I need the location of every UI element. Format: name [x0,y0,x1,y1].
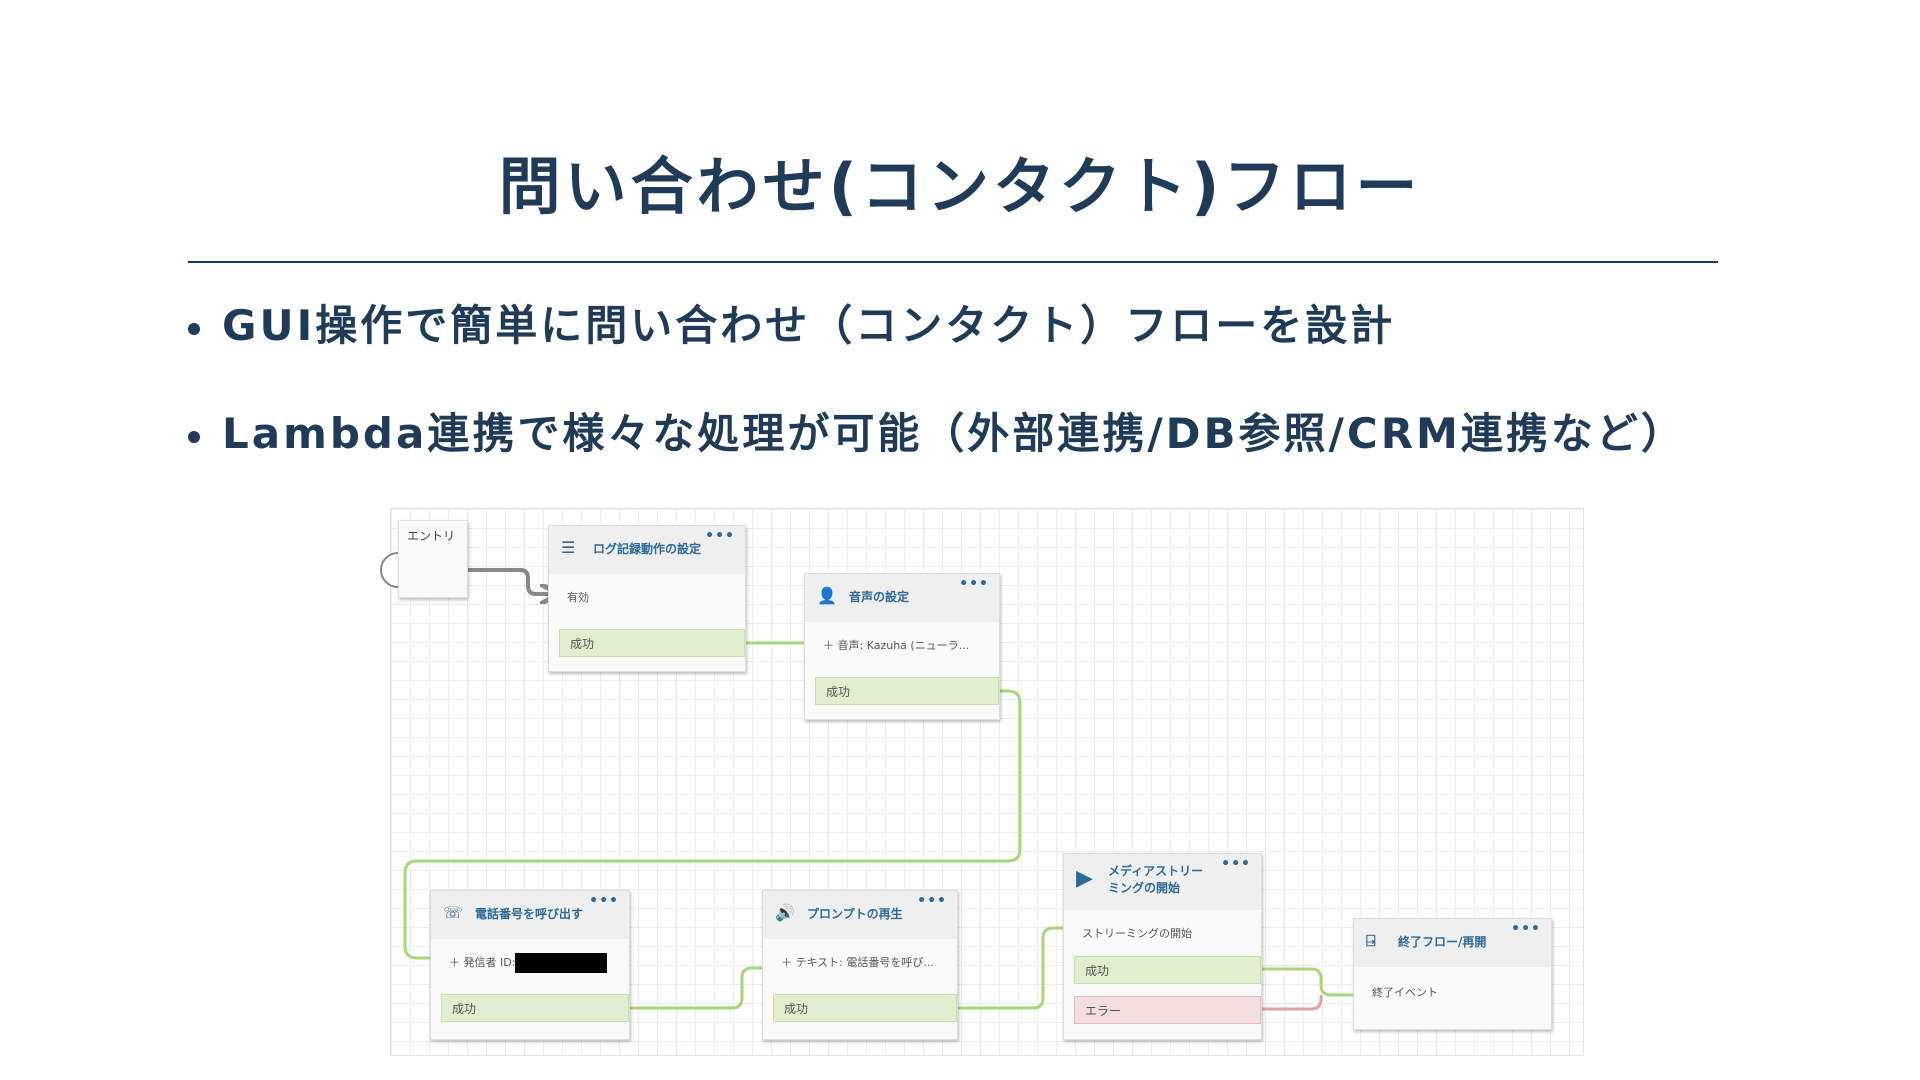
block-param: ＋ 発信者 ID: [431,949,629,977]
output-success[interactable]: 成功 [441,994,629,1022]
flow-block-voice-settings[interactable]: 👤 音声の設定 ••• ＋ 音声: Kazuha (ニューラ... 成功 [804,573,1000,720]
flow-block-log-settings[interactable]: ☰ ログ記録動作の設定••• 有効 成功 [548,525,746,672]
output-success[interactable]: 成功 [559,629,745,657]
block-title: 終了フロー/再開 [1398,935,1487,949]
flow-block-end-flow[interactable]: ⍈ 終了フロー/再開 ••• 終了イベント [1353,918,1552,1030]
block-title: プロンプトの再生 [807,907,903,921]
bullet-text: Lambda連携で様々な処理が可能（外部連携/DB参照/CRM連携など） [222,409,1686,458]
flow-block-play-prompt[interactable]: 🔊 プロンプトの再生 ••• ＋ テキスト: 電話番号を呼び... 成功 [762,890,958,1040]
log-settings-icon: ☰ [561,538,576,557]
output-success[interactable]: 成功 [1074,956,1261,984]
block-param-text: 音声: Kazuha (ニューラ... [837,639,970,652]
bullet-text: GUI操作で簡単に問い合わせ（コンタクト）フローを設計 [222,301,1396,350]
phone-icon: ☏ [443,903,464,922]
entry-node[interactable]: エントリ [398,520,468,598]
bullet-dot-icon [188,430,200,443]
block-title: メディアストリーミングの開始 [1108,864,1204,895]
more-options-icon[interactable]: ••• [705,528,735,544]
more-options-icon[interactable]: ••• [1511,921,1541,937]
more-options-icon[interactable]: ••• [959,576,989,592]
redacted-caller-id [515,953,608,973]
block-param-text: テキスト: 電話番号を呼び... [795,956,934,969]
speaker-icon: 🔊 [775,903,795,922]
more-options-icon[interactable]: ••• [1221,856,1251,872]
play-icon: ▶ [1076,866,1093,891]
block-param-text: 発信者 ID: [463,956,516,969]
flow-block-start-media-streaming[interactable]: ▶ メディアストリーミングの開始 ••• ストリーミングの開始 成功 エラー [1063,853,1262,1040]
slide-title: 問い合わせ(コンタクト)フロー [498,150,1422,223]
block-param: 有効 [567,591,589,604]
divider [188,261,1718,263]
block-param: ＋ 音声: Kazuha (ニューラ... [823,639,970,652]
output-error[interactable]: エラー [1074,996,1261,1024]
flow-block-call-phone-number[interactable]: ☏ 電話番号を呼び出す ••• ＋ 発信者 ID: 成功 [430,890,630,1040]
more-options-icon[interactable]: ••• [589,893,619,909]
block-title: 音声の設定 [849,590,910,604]
entry-label: エントリ [407,529,456,543]
block-title: ログ記録動作の設定 [593,542,702,556]
output-success[interactable]: 成功 [815,677,999,705]
block-param: ＋ テキスト: 電話番号を呼び... [781,956,934,969]
voice-icon: 👤 [817,586,837,605]
bullet-dot-icon [188,322,200,335]
bullet-item: Lambda連携で様々な処理が可能（外部連携/DB参照/CRM連携など） [188,400,1686,461]
output-success[interactable]: 成功 [773,994,957,1022]
block-param: 終了イベント [1372,986,1438,999]
bullet-item: GUI操作で簡単に問い合わせ（コンタクト）フローを設計 [188,292,1395,353]
end-flow-icon: ⍈ [1366,931,1376,950]
more-options-icon[interactable]: ••• [917,893,947,909]
block-param: ストリーミングの開始 [1082,927,1192,940]
block-title: 電話番号を呼び出す [475,907,584,921]
